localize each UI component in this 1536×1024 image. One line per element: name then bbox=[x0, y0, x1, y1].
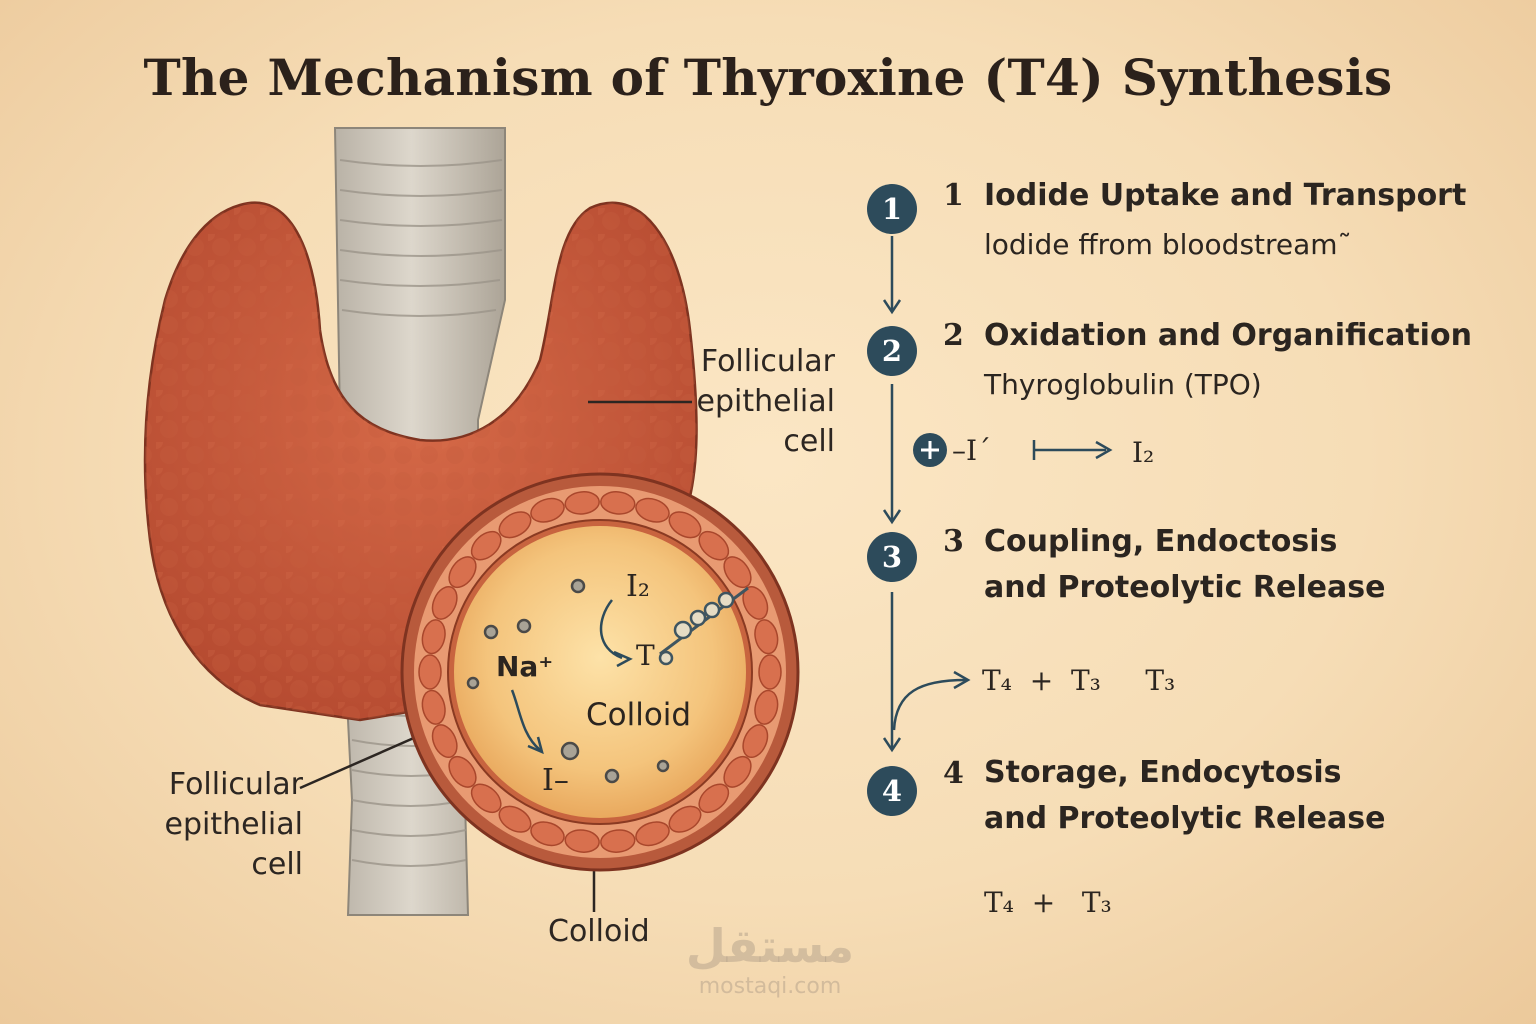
epithelial-cell bbox=[600, 829, 636, 853]
epithelial-cell bbox=[431, 724, 458, 759]
oxidation-formula: –I´ I₂ bbox=[913, 433, 1154, 469]
epithelial-cell bbox=[758, 654, 782, 690]
epithelial-cell bbox=[600, 491, 636, 515]
epithelial-cell bbox=[723, 556, 752, 589]
iodide-label: I– bbox=[542, 763, 569, 798]
leader-line-bottom bbox=[299, 728, 433, 790]
epithelial-cell bbox=[448, 556, 477, 589]
step-badge: 4 bbox=[867, 766, 917, 816]
epithelial-cell bbox=[635, 497, 670, 523]
epithelial-cell bbox=[564, 829, 600, 853]
follicular-cell-label-bottom: Follicular epithelial cell bbox=[164, 767, 303, 882]
epithelial-cell bbox=[418, 654, 442, 690]
epithelial-cell bbox=[470, 530, 502, 561]
step-title: Storage, Endocytosis and Proteolytic Rel… bbox=[984, 755, 1386, 836]
step-title: Coupling, Endoctosis and Proteolytic Rel… bbox=[984, 524, 1386, 605]
step-flow-arrows bbox=[882, 236, 971, 753]
follicular-cell-label-top: Follicular epithelial cell bbox=[696, 344, 835, 459]
epithelial-cell bbox=[421, 619, 446, 655]
step-badge: 1 bbox=[867, 184, 917, 234]
step-title: Iodide Uptake and Transport bbox=[984, 178, 1467, 213]
epithelial-cell bbox=[698, 530, 730, 561]
epithelial-cell bbox=[742, 724, 769, 759]
i2-label: I₂ bbox=[626, 569, 650, 604]
epithelial-cell bbox=[754, 619, 779, 655]
step-number: 2 bbox=[943, 318, 964, 353]
iodide-ion: –I´ bbox=[952, 434, 991, 467]
page-title: The Mechanism of Thyroxine (T4) Synthesi… bbox=[143, 48, 1393, 107]
coupling-formula: T₄ + T₃ T₃ bbox=[982, 664, 1176, 697]
iodine-molecule: I₂ bbox=[1132, 436, 1154, 469]
epithelial-cell bbox=[470, 783, 502, 814]
epithelial-cell bbox=[498, 805, 532, 833]
watermark: مستقل mostaqi.com bbox=[640, 918, 900, 1000]
epithelial-cell bbox=[754, 689, 779, 725]
epithelial-cell bbox=[742, 585, 769, 620]
step-subtitle: Thyroglobulin (TPO) bbox=[984, 368, 1262, 401]
epithelial-cell bbox=[530, 497, 565, 523]
epithelial-cell bbox=[668, 805, 702, 833]
epithelial-cell bbox=[668, 511, 702, 539]
step-title: Oxidation and Organification bbox=[984, 318, 1472, 353]
step-number: 3 bbox=[943, 524, 964, 559]
watermark-logo: مستقل bbox=[685, 919, 855, 973]
follicle: I₂ T Na⁺ Colloid I– bbox=[400, 472, 800, 872]
release-formula: T₄ + T₃ bbox=[984, 886, 1112, 919]
step-badge: 2 bbox=[867, 326, 917, 376]
step-number: 4 bbox=[943, 756, 964, 791]
sodium-label: Na⁺ bbox=[496, 650, 553, 683]
epithelial-cell bbox=[431, 585, 458, 620]
step-number: 1 bbox=[943, 178, 964, 213]
epithelial-cell bbox=[698, 783, 730, 814]
epithelial-cell bbox=[530, 821, 565, 847]
step-subtitle: lodide ffrom bloodstream˜ bbox=[984, 228, 1352, 261]
colloid-inner-label: Colloid bbox=[586, 697, 691, 733]
watermark-url: mostaqi.com bbox=[698, 974, 842, 999]
epithelial-cell bbox=[723, 755, 752, 788]
epithelial-cell bbox=[635, 821, 670, 847]
epithelial-cell bbox=[421, 689, 446, 725]
colloid-label: Colloid bbox=[548, 914, 650, 949]
epithelial-cell bbox=[498, 511, 532, 539]
epithelial-cell bbox=[564, 491, 600, 515]
epithelial-cell bbox=[448, 755, 477, 788]
step-badge: 3 bbox=[867, 532, 917, 582]
t-label: T bbox=[636, 639, 655, 672]
